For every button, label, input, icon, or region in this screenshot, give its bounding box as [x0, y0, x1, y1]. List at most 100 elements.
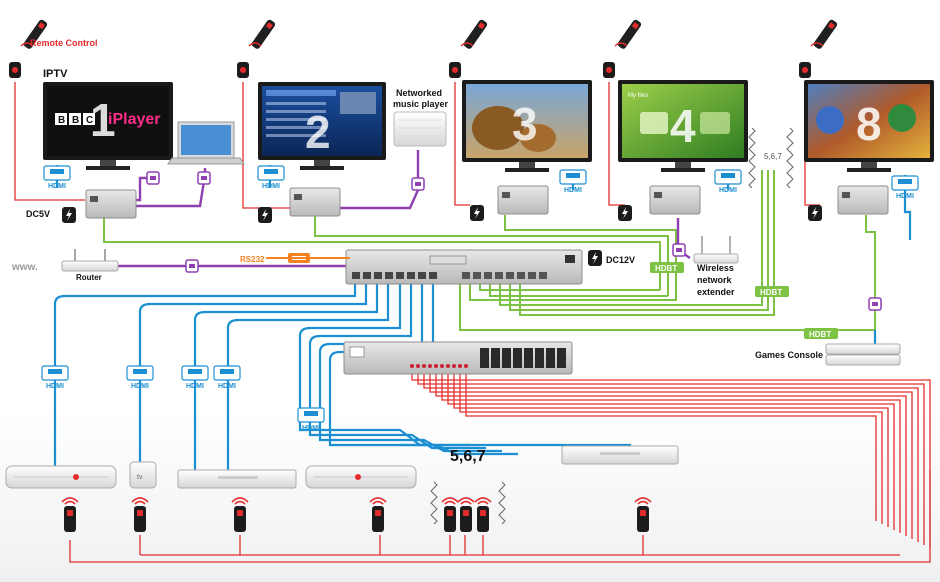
svg-text:C: C — [86, 115, 93, 126]
remote-control-icon — [813, 19, 838, 49]
ir-cable — [454, 82, 470, 206]
apple-tv-label: tv — [137, 474, 143, 481]
dc12v-label: DC12V — [606, 255, 635, 265]
hdmi-port — [363, 272, 371, 279]
break-mark-icon — [430, 481, 438, 525]
hdbt-receiver — [85, 189, 137, 219]
iptv-label: IPTV — [43, 68, 68, 80]
apple-tv: tv — [129, 461, 157, 489]
break-mark-icon — [498, 481, 506, 525]
seven-seg-display — [557, 348, 566, 368]
ir-cable — [14, 82, 85, 201]
screen-number: 4 — [670, 100, 696, 152]
hdmi-cable — [138, 284, 368, 462]
hdbt-cable — [499, 170, 763, 306]
hdmi-label: HDMI — [186, 383, 204, 390]
hdbt-badge: HDBT — [755, 286, 789, 297]
rs232-label: RS232 — [240, 255, 265, 264]
ir-output-port — [458, 364, 462, 368]
hdmi-label: HDMI — [896, 193, 914, 200]
ir-cable — [608, 82, 625, 206]
hdbt-port — [528, 272, 536, 279]
music-player-label-2: music player — [393, 99, 449, 109]
ir-cable — [69, 470, 931, 563]
hdbt-receiver — [497, 185, 549, 215]
diagram-labels: Remote Control IPTV Networked music play… — [11, 38, 823, 465]
seven-seg-display — [546, 348, 555, 368]
ethernet-icon — [868, 297, 882, 311]
screen-menu-title: My files — [628, 93, 648, 99]
break-mark-icon — [748, 127, 756, 189]
hdbt-port — [484, 272, 492, 279]
ethernet-icon — [672, 243, 686, 257]
receiver-port — [842, 192, 850, 198]
ethernet-cable — [340, 150, 420, 210]
hdbt-cable — [459, 215, 876, 331]
music-player-label-1: Networked — [396, 88, 442, 98]
hdbt-cable — [519, 170, 775, 316]
hdmi-label: HDMI — [262, 183, 280, 190]
ir-output-port — [434, 364, 438, 368]
seven-seg-display — [480, 348, 489, 368]
ir-led — [802, 67, 808, 73]
ir-emitter-icon — [61, 497, 79, 532]
wireless-network-extender — [693, 236, 739, 264]
ir-cable — [411, 372, 931, 548]
hdmi-port — [385, 272, 393, 279]
zones-label-small: 5,6,7 — [764, 152, 782, 161]
ir-output-port — [452, 364, 456, 368]
hdmi-badge: HDMI — [213, 365, 241, 390]
remote-control-icon — [23, 19, 48, 49]
hdmi-cable — [328, 284, 435, 415]
ir-cable — [417, 372, 925, 545]
receiver-port — [654, 192, 662, 198]
ir-signal-icon — [460, 42, 474, 47]
ir-cable — [453, 372, 889, 527]
hdbt-label: HDBT — [760, 288, 782, 297]
ir-emitter-icon — [457, 497, 475, 532]
www-label: www. — [11, 262, 38, 273]
hdmi-badge: HDMI — [559, 169, 587, 194]
remote-control-icon — [251, 19, 276, 49]
hdmi-badge: HDMI — [43, 165, 71, 190]
seven-seg-display — [535, 348, 544, 368]
ir-signal-icon — [248, 42, 262, 47]
blu-ray-player-1 — [177, 469, 297, 489]
receiver-port — [90, 196, 98, 202]
hdmi-badge: HDMI — [891, 175, 919, 200]
ir-output-port — [428, 364, 432, 368]
hdbt-receivers — [85, 185, 889, 219]
hdmi-cable — [226, 284, 390, 470]
ir-signal-icon — [20, 42, 34, 47]
seven-seg-display — [491, 348, 500, 368]
blu-ray-player-2 — [561, 445, 679, 465]
ir-led — [240, 67, 246, 73]
tv-4: My files 4 — [618, 80, 748, 172]
hdmi-cables — [53, 165, 912, 470]
screen-number: 8 — [856, 98, 882, 150]
bottom-ir-emitters — [61, 497, 652, 532]
power-icon — [258, 207, 272, 223]
svg-text:B: B — [72, 115, 79, 126]
hdmi-port — [352, 272, 360, 279]
ir-led — [12, 67, 18, 73]
hdmi-port — [429, 272, 437, 279]
hdmi-port — [418, 272, 426, 279]
ethernet-icon — [197, 171, 211, 185]
hdbt-port — [462, 272, 470, 279]
ir-output-port — [440, 364, 444, 368]
ethernet-icon — [146, 171, 160, 185]
seven-seg-display — [502, 348, 511, 368]
ethernet-cables — [100, 150, 691, 268]
hdmi-port — [374, 272, 382, 279]
wireless-label-3: extender — [697, 287, 735, 297]
hdbt-label: HDBT — [655, 264, 677, 273]
hdmi-cable — [298, 284, 402, 415]
ir-cable — [447, 372, 895, 530]
receiver-port — [502, 192, 510, 198]
wireless-label-2: network — [697, 275, 733, 285]
hdmi-port — [396, 272, 404, 279]
hdmi-cable — [318, 284, 424, 415]
ir-led — [606, 67, 612, 73]
